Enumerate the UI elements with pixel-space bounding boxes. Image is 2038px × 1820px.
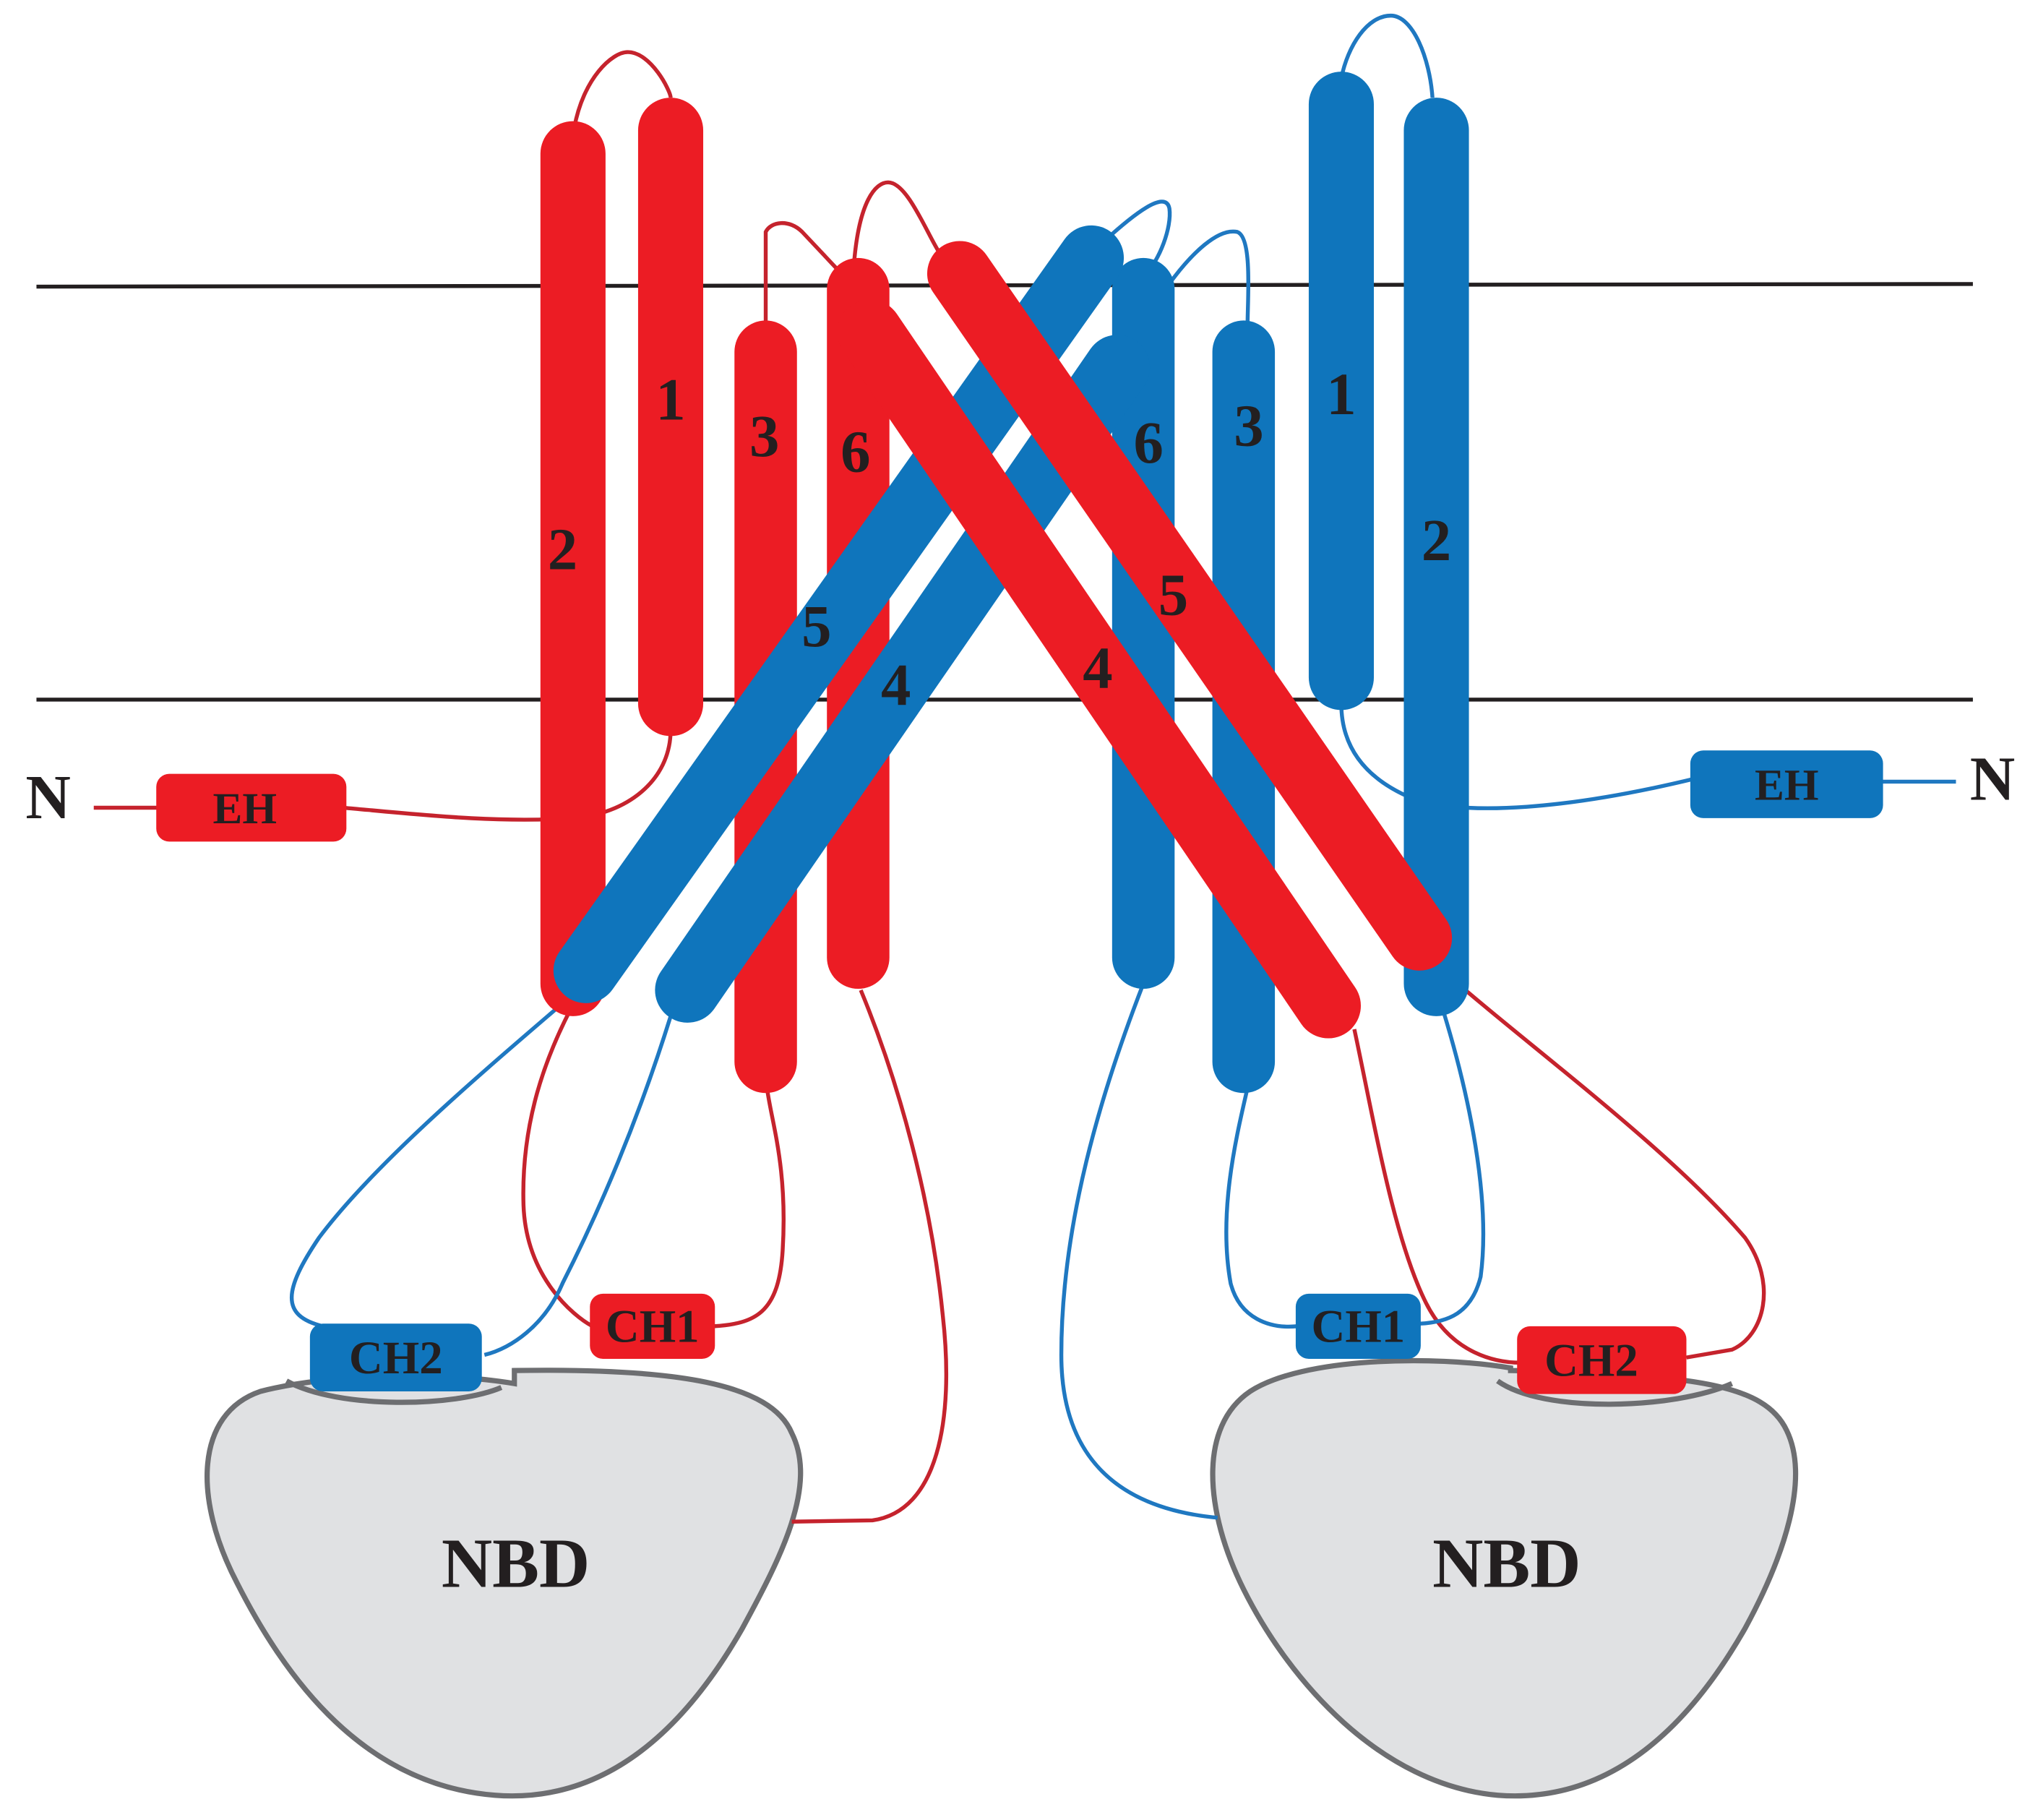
n-terminus-red: N bbox=[25, 763, 70, 832]
eh-label-blue: EH bbox=[1755, 761, 1819, 810]
eh-capsule-blue bbox=[1690, 750, 1883, 818]
helix-red-5 bbox=[926, 241, 1453, 971]
helix-label-red-3: 3 bbox=[749, 403, 779, 469]
nbd-right-cleft bbox=[1496, 1378, 1734, 1407]
ch2-capsule-red bbox=[1517, 1326, 1687, 1394]
loop-blue-3-ch1 bbox=[1224, 1087, 1297, 1329]
ch1-capsule-red bbox=[590, 1293, 715, 1359]
loop-blue-1-2 bbox=[1339, 13, 1435, 98]
ch2-label-red: CH2 bbox=[1544, 1334, 1638, 1386]
helix-label-red-2: 2 bbox=[548, 516, 577, 583]
loop-red-3-ch1 bbox=[713, 1087, 786, 1328]
helix-label-red-4: 4 bbox=[1083, 635, 1112, 701]
loop-red-1-2 bbox=[572, 50, 673, 129]
ch2-capsule-blue bbox=[309, 1323, 482, 1391]
helix-label-blue-4: 4 bbox=[881, 651, 911, 718]
loop-blue-5-ch2 bbox=[289, 995, 572, 1328]
loop-blue-6-nbd bbox=[1059, 982, 1218, 1520]
ch1-label-blue: CH1 bbox=[1312, 1300, 1406, 1352]
helix-label-blue-3: 3 bbox=[1234, 392, 1263, 458]
ch2-label-blue: CH2 bbox=[349, 1332, 443, 1384]
loop-red-4-ch2 bbox=[1352, 1029, 1521, 1365]
labels: 2 1 3 6 5 4 5 4 6 3 1 2 N N EH EH CH1 CH… bbox=[25, 361, 2015, 1602]
nbd-left bbox=[205, 1368, 804, 1799]
eh-capsule-red bbox=[156, 773, 347, 842]
nbd-left-cleft bbox=[285, 1378, 503, 1405]
eh-label-red: EH bbox=[213, 784, 278, 833]
helix-label-red-6: 6 bbox=[840, 418, 870, 484]
loop-red-6-nbd bbox=[791, 989, 949, 1524]
loop-red-6-5 bbox=[852, 180, 942, 261]
loops bbox=[93, 13, 1956, 1524]
loop-blue-6-3 bbox=[1170, 229, 1251, 326]
loop-blue-1-eh bbox=[1339, 703, 1694, 810]
loop-red-2-ch1 bbox=[521, 1008, 594, 1328]
helix-label-blue-6: 6 bbox=[1134, 409, 1164, 476]
helix-red-4 bbox=[837, 299, 1362, 1039]
loop-red-3-6 bbox=[763, 220, 846, 326]
n-terminus-blue: N bbox=[1970, 744, 2015, 814]
loop-blue-2-ch1 bbox=[1419, 1009, 1486, 1326]
nbd-label-left: NBD bbox=[442, 1524, 590, 1602]
nbd-label-right: NBD bbox=[1432, 1524, 1581, 1602]
loop-red-1-eh bbox=[343, 729, 673, 822]
helices bbox=[540, 72, 1469, 1094]
helix-label-blue-1: 1 bbox=[1326, 361, 1356, 427]
ch1-label-red: CH1 bbox=[606, 1300, 700, 1352]
helix-label-blue-2: 2 bbox=[1422, 507, 1451, 573]
helix-label-red-5: 5 bbox=[1158, 562, 1188, 628]
motif-capsules bbox=[156, 750, 1883, 1394]
nbd-right bbox=[1210, 1357, 1799, 1799]
nbd-domains bbox=[205, 1357, 1799, 1799]
loop-blue-4-ch2 bbox=[483, 1016, 673, 1357]
loop-red-5-ch2 bbox=[1441, 969, 1766, 1360]
helix-label-blue-5: 5 bbox=[801, 593, 831, 659]
loop-blue-6-5 bbox=[1103, 199, 1172, 275]
ch1-capsule-blue bbox=[1295, 1293, 1421, 1359]
helix-blue-4 bbox=[655, 335, 1151, 1023]
helix-label-red-1: 1 bbox=[655, 366, 685, 432]
